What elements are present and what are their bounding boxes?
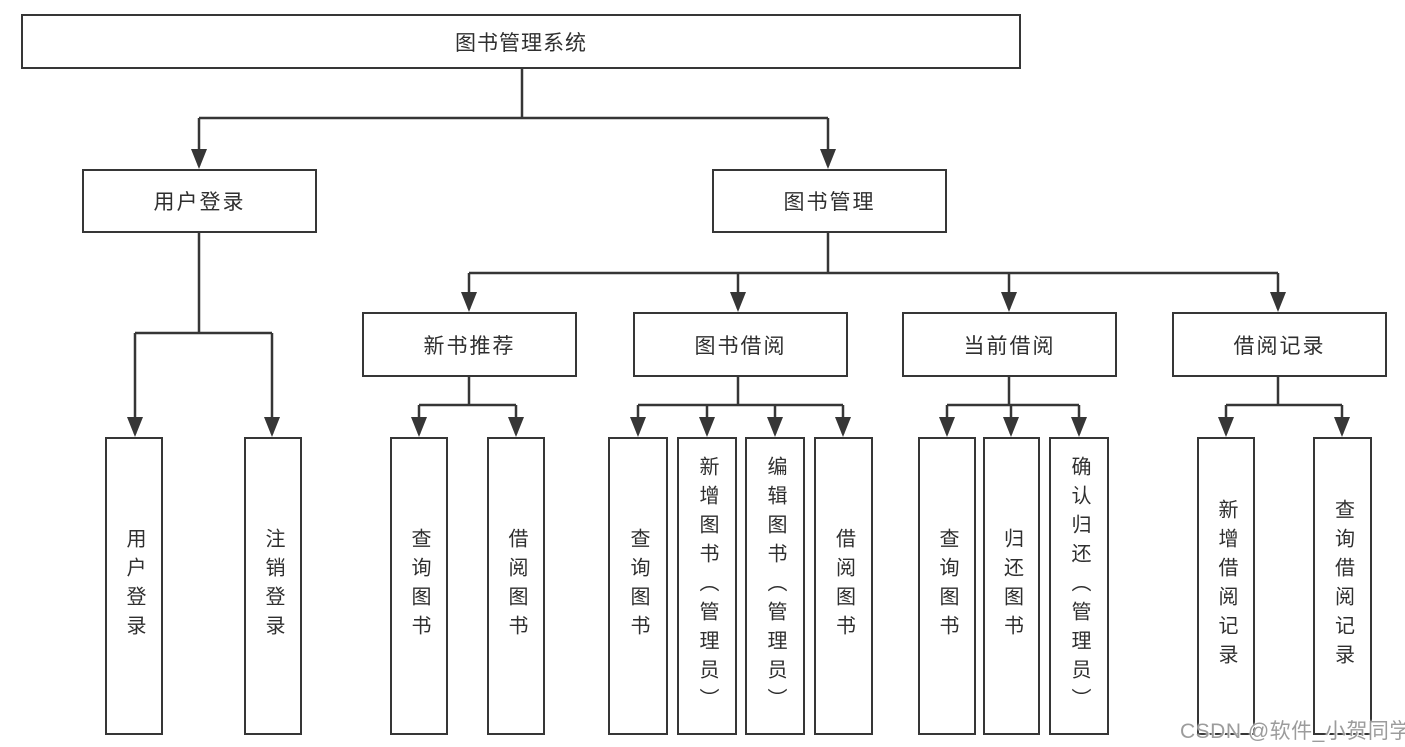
node-new-book-rec-label: 新书推荐 xyxy=(423,334,516,358)
leaf-rec-borrow-label: 借阅图书 xyxy=(505,528,527,644)
leaf-rec-borrow: 借阅图书 xyxy=(487,437,545,735)
leaf-cb-query: 查询图书 xyxy=(918,437,976,735)
node-current-borrow: 当前借阅 xyxy=(902,312,1117,377)
node-root-label: 图书管理系统 xyxy=(455,31,587,55)
leaf-rec-query: 查询图书 xyxy=(390,437,448,735)
leaf-br-query: 查询借阅记录 xyxy=(1313,437,1372,735)
leaf-user-login: 用户登录 xyxy=(105,437,163,735)
leaf-logout-label: 注销登录 xyxy=(262,528,284,644)
leaf-bb-borrow: 借阅图书 xyxy=(814,437,873,735)
leaf-br-add: 新增借阅记录 xyxy=(1197,437,1255,735)
csdn-watermark: CSDN @软件_小贺同学 xyxy=(1180,720,1405,743)
node-borrow-records: 借阅记录 xyxy=(1172,312,1387,377)
leaf-br-query-label: 查询借阅记录 xyxy=(1331,499,1354,673)
leaf-bb-add: 新增图书（管理员） xyxy=(677,437,737,735)
leaf-cb-return-label: 归还图书 xyxy=(1000,528,1023,644)
leaf-logout: 注销登录 xyxy=(244,437,302,735)
node-book-borrow: 图书借阅 xyxy=(633,312,848,377)
node-borrow-records-label: 借阅记录 xyxy=(1233,334,1326,358)
leaf-user-login-label: 用户登录 xyxy=(123,528,145,644)
leaf-cb-confirm: 确认归还（管理员） xyxy=(1049,437,1109,735)
leaf-bb-edit: 编辑图书（管理员） xyxy=(745,437,805,735)
node-new-book-rec: 新书推荐 xyxy=(362,312,577,377)
node-book-mgmt-label: 图书管理 xyxy=(783,191,876,214)
node-user-login: 用户登录 xyxy=(82,169,317,233)
leaf-bb-query: 查询图书 xyxy=(608,437,668,735)
node-book-borrow-label: 图书借阅 xyxy=(694,334,787,358)
node-current-borrow-label: 当前借阅 xyxy=(963,334,1056,358)
node-book-mgmt: 图书管理 xyxy=(712,169,947,233)
leaf-bb-add-label: 新增图书（管理员） xyxy=(696,455,718,717)
leaf-cb-confirm-label: 确认归还（管理员） xyxy=(1068,455,1090,717)
leaf-cb-query-label: 查询图书 xyxy=(936,528,958,644)
leaf-br-add-label: 新增借阅记录 xyxy=(1215,499,1237,673)
leaf-rec-query-label: 查询图书 xyxy=(408,528,430,644)
arrowheads xyxy=(127,149,1350,437)
leaf-bb-edit-label: 编辑图书（管理员） xyxy=(764,455,786,717)
node-user-login-label: 用户登录 xyxy=(153,191,246,214)
node-root: 图书管理系统 xyxy=(21,14,1021,69)
leaf-bb-query-label: 查询图书 xyxy=(627,528,649,644)
leaf-cb-return: 归还图书 xyxy=(983,437,1040,735)
leaf-bb-borrow-label: 借阅图书 xyxy=(832,528,855,644)
